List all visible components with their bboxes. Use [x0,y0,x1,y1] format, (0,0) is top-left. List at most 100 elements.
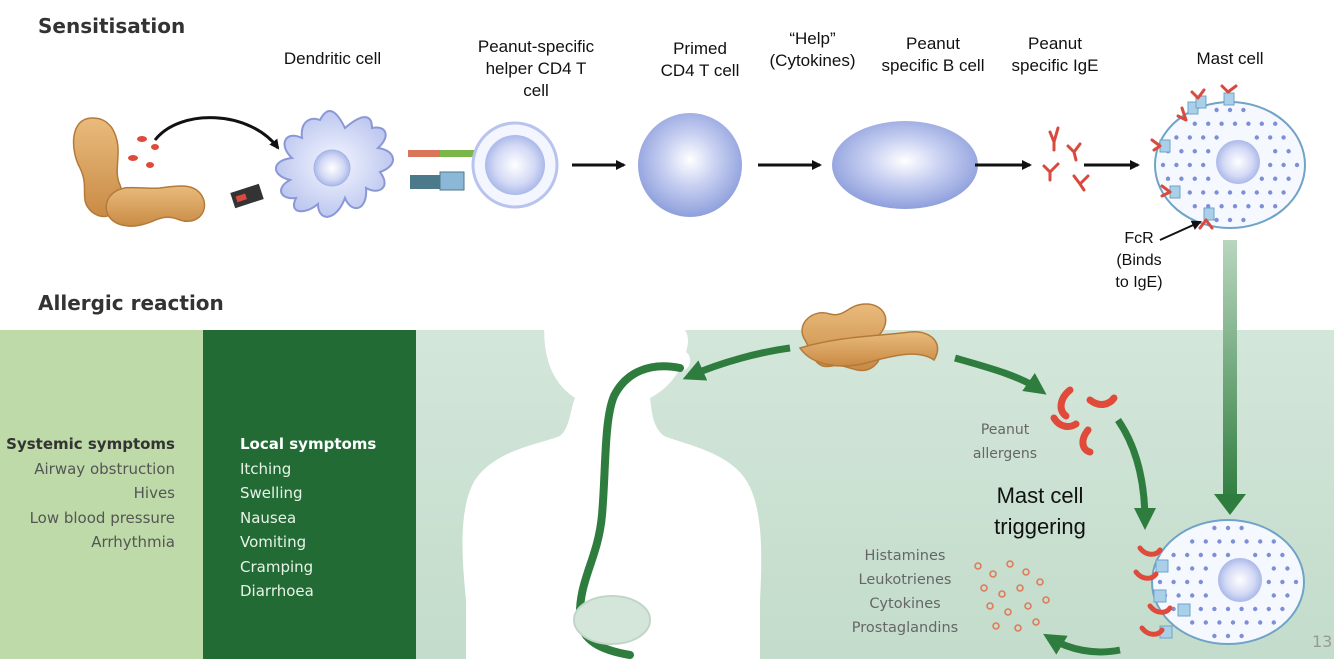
granule-dot [1246,121,1251,126]
ingestion-arrow [682,344,791,381]
granule-dot [1206,176,1211,181]
local-item: Nausea [240,508,297,527]
granule-dot [1239,525,1244,531]
primed-t-cell-label-line1: Primed [673,39,727,58]
granule-dot [1266,606,1272,612]
granule-dot [1206,149,1211,154]
granule-dot [1201,190,1206,195]
mediator-granules-icon [974,560,1050,632]
granule-dot [1232,121,1238,126]
granule-dot [1259,204,1265,209]
local-item: Vomiting [240,533,307,551]
granule-dot [1187,162,1193,168]
granule-dot [1227,107,1233,113]
granule-dot [1268,190,1273,195]
systemic-item: Arrhythmia [91,533,175,551]
granule-dot [1271,539,1277,544]
sensitisation-to-reaction-arrow [1223,240,1237,502]
granule-dot [1244,620,1249,625]
peanut-icon [72,117,206,227]
granule-dot [1294,162,1300,168]
triggered-mast-cell-icon [1133,519,1305,645]
mediator-dot [989,570,997,578]
systemic-item: Low blood pressure [29,508,175,527]
granule-dot [1227,190,1233,195]
granule-dot [1241,107,1246,113]
granule-dot [1203,593,1209,598]
granule-dot [1280,552,1285,558]
granule-dot [1217,620,1222,625]
granule-dot [1219,204,1224,209]
granule-dot [1286,176,1291,181]
granule-dot [1198,552,1204,558]
mediator-dot [1016,584,1024,592]
primed-t-cell-icon [638,113,742,217]
b-cell-icon [832,121,978,209]
fcr-pointer-arrow [1159,220,1202,241]
granule-dot [1187,190,1193,195]
mediator-dot [1024,602,1032,610]
uptake-arrow [153,116,280,150]
granule-dot [1187,135,1193,140]
mast-cell-label: Mast cell [1196,49,1264,68]
granule-dot [1227,217,1233,223]
peanut-allergens-icon [1050,386,1118,456]
granule-dot [1225,606,1231,612]
ige-label-line1: Peanut [1028,34,1082,53]
granule-dot [1239,606,1244,612]
granule-dot [1171,552,1176,558]
mediator-dot [1014,624,1022,632]
granule-dot [1185,579,1190,585]
local-item: Cramping [240,557,314,576]
human-silhouette-icon [462,276,762,659]
systemic-symptoms-list: Systemic symptoms Airway obstruction Hiv… [0,432,175,555]
help-label-line1: “Help” [789,29,836,48]
granule-dot [1203,566,1209,571]
triggering-arrow [1115,418,1156,530]
granule-dot [1198,606,1204,612]
granule-dot [1258,539,1263,544]
granule-dot [1179,176,1184,181]
mast-cell-triggering-line1: Mast cell [996,483,1084,508]
help-label-line2: (Cytokines) [769,51,856,70]
ige-label: Peanut specific IgE [1000,33,1110,77]
granule-dot [1273,149,1278,154]
mediator-item: Leukotrienes [858,572,952,588]
local-panel [203,330,416,659]
granule-dot [1253,552,1258,558]
granule-dot [1212,633,1217,639]
granule-dot [1253,606,1258,612]
b-cell-label-line2: specific B cell [881,56,985,75]
peanut-allergens-line1: Peanut [980,422,1030,438]
granule-dot [1271,593,1277,598]
peanut-allergens-line2: allergens [972,446,1038,462]
granule-dot [1192,121,1198,126]
granule-dot [1217,539,1222,544]
granule-dot [1203,620,1209,625]
granule-dot [1165,176,1171,181]
helper-t-cell-icon [471,121,559,209]
local-symptoms-title: Local symptoms [240,435,377,453]
granule-dot [1246,204,1251,209]
granule-dot [1198,579,1204,585]
granule-dot [1214,107,1219,113]
granule-dot [1271,566,1277,571]
helper-t-cell-label-line2: helper CD4 T [485,59,587,78]
granule-dot [1225,552,1231,558]
granule-dot [1273,121,1278,126]
granule-dot [1176,593,1181,598]
granule-dot [1192,204,1198,209]
granule-dot [1171,606,1176,612]
reaction-peanut-icon [798,303,939,372]
granule-dot [1280,606,1285,612]
granule-dot [1286,149,1291,154]
granule-dot [1190,539,1195,544]
granule-dot [1174,135,1179,140]
mast-cell-icon [1150,84,1306,230]
allergen-fragments-icon [128,136,159,168]
granule-dot [1214,190,1219,195]
granule-dot [1281,162,1286,168]
mediator-dot [1006,560,1014,568]
dendritic-cell-icon [275,110,394,218]
granule-dot [1281,190,1286,195]
